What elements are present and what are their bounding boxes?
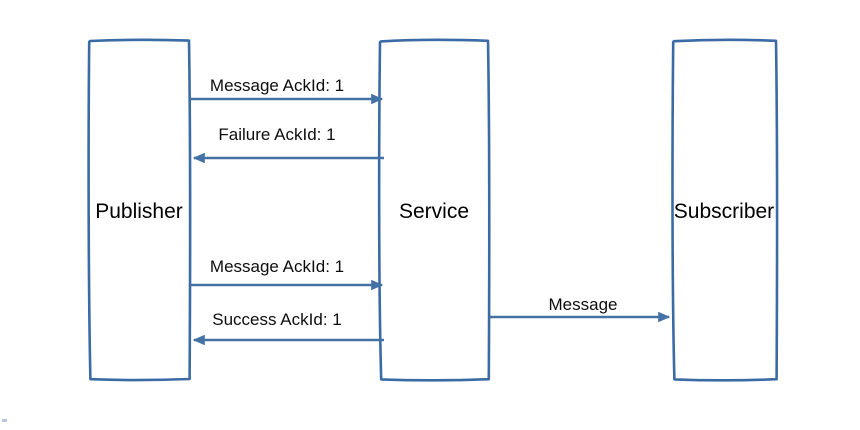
message-label-5: Message	[549, 295, 618, 314]
message-label-1: Message AckId: 1	[210, 76, 344, 95]
service-box	[377, 38, 491, 382]
subscriber-box	[671, 38, 779, 382]
participant-label-publisher: Publisher	[95, 200, 183, 223]
publisher-box	[87, 38, 192, 382]
corner-artifact	[2, 419, 7, 422]
participant-service[interactable]: Service	[377, 38, 491, 382]
message-arrow-2[interactable]: Failure AckId: 1	[192, 125, 384, 164]
participant-subscriber[interactable]: Subscriber	[671, 38, 779, 382]
message-arrow-5[interactable]: Message	[490, 295, 671, 323]
message-arrow-3[interactable]: Message AckId: 1	[190, 257, 384, 291]
message-arrow-1[interactable]: Message AckId: 1	[190, 76, 384, 105]
message-arrow-4[interactable]: Success AckId: 1	[192, 310, 384, 346]
message-label-4: Success AckId: 1	[212, 310, 341, 329]
participant-label-subscriber: Subscriber	[674, 200, 774, 223]
message-label-2: Failure AckId: 1	[218, 125, 335, 144]
message-label-3: Message AckId: 1	[210, 257, 344, 276]
participant-publisher[interactable]: Publisher	[87, 38, 192, 382]
participant-label-service: Service	[399, 200, 469, 223]
